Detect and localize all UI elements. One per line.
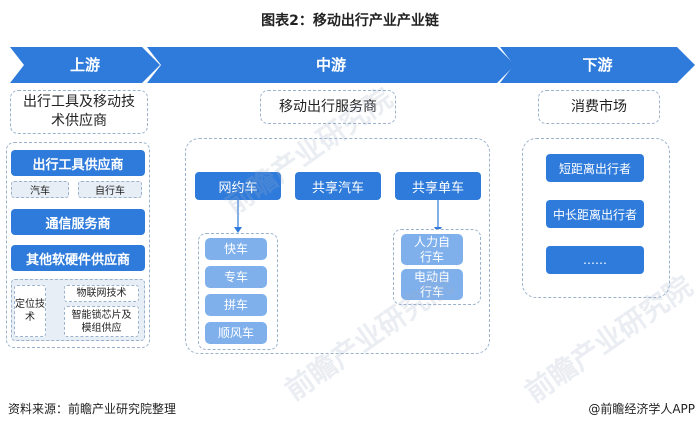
express-box: 快车	[205, 238, 267, 260]
upstream-headline: 出行工具及移动技术供应商	[10, 90, 148, 134]
midstream-headline: 移动出行服务商	[260, 90, 396, 124]
telecom-box: 通信服务商	[11, 209, 145, 235]
midstream-banner: 中游	[147, 47, 515, 83]
hitch-box: 顺风车	[205, 322, 267, 344]
chart-title: 图表2：移动出行产业产业链	[261, 13, 439, 29]
downstream-banner: 下游	[500, 47, 695, 83]
midstream-headline-text: 移动出行服务商	[279, 98, 377, 115]
upstream-label: 上游	[69, 56, 100, 74]
iot-chip: 物联网技术	[64, 285, 139, 302]
tool-supplier-box: 出行工具供应商	[11, 150, 145, 176]
downstream-label: 下游	[582, 56, 613, 74]
bike-sharing-box: 共享单车	[395, 172, 481, 200]
e-bike-box: 电动自行车	[401, 269, 463, 300]
ride-hailing-box: 网约车	[195, 172, 281, 200]
smart-lock-chip: 智能锁芯片及模组供应	[64, 306, 139, 337]
pedal-bike-box: 人力自行车	[401, 234, 463, 265]
brand-note: @前瞻经济学人APP	[588, 402, 695, 416]
car-chip: 汽车	[11, 181, 69, 198]
pedal-bike-text: 人力自行车	[413, 234, 450, 264]
positioning-chip: 定位技术	[14, 285, 46, 337]
downstream-headline-text: 消费市场	[571, 98, 627, 115]
smart-lock-text: 智能锁芯片及模组供应	[71, 309, 132, 334]
carpool-box: 拼车	[205, 294, 267, 316]
source-note: 资料来源：前瞻产业研究院整理	[8, 402, 177, 416]
iot-text: 物联网技术	[76, 288, 127, 299]
downstream-headline: 消费市场	[538, 90, 660, 124]
upstream-headline-text: 出行工具及移动技术供应商	[23, 94, 135, 129]
upstream-banner: 上游	[10, 47, 160, 83]
short-trip-box: 短距离出行者	[546, 154, 644, 182]
more-box: ……	[546, 246, 644, 274]
midstream-arrow-shape	[147, 47, 515, 83]
upstream-arrow-shape	[10, 47, 160, 83]
car-sharing-box: 共享汽车	[295, 172, 381, 200]
ride-hailing-connector	[234, 200, 242, 233]
premium-box: 专车	[205, 266, 267, 288]
bike-chip: 自行车	[78, 181, 142, 198]
downstream-arrow-shape	[500, 47, 695, 83]
other-hw-sw-box: 其他软硬件供应商	[11, 245, 145, 271]
positioning-text: 定位技术	[15, 299, 45, 323]
e-bike-text: 电动自行车	[413, 269, 450, 299]
midstream-label: 中游	[315, 56, 346, 74]
mid-long-trip-box: 中长距离出行者	[546, 200, 644, 228]
